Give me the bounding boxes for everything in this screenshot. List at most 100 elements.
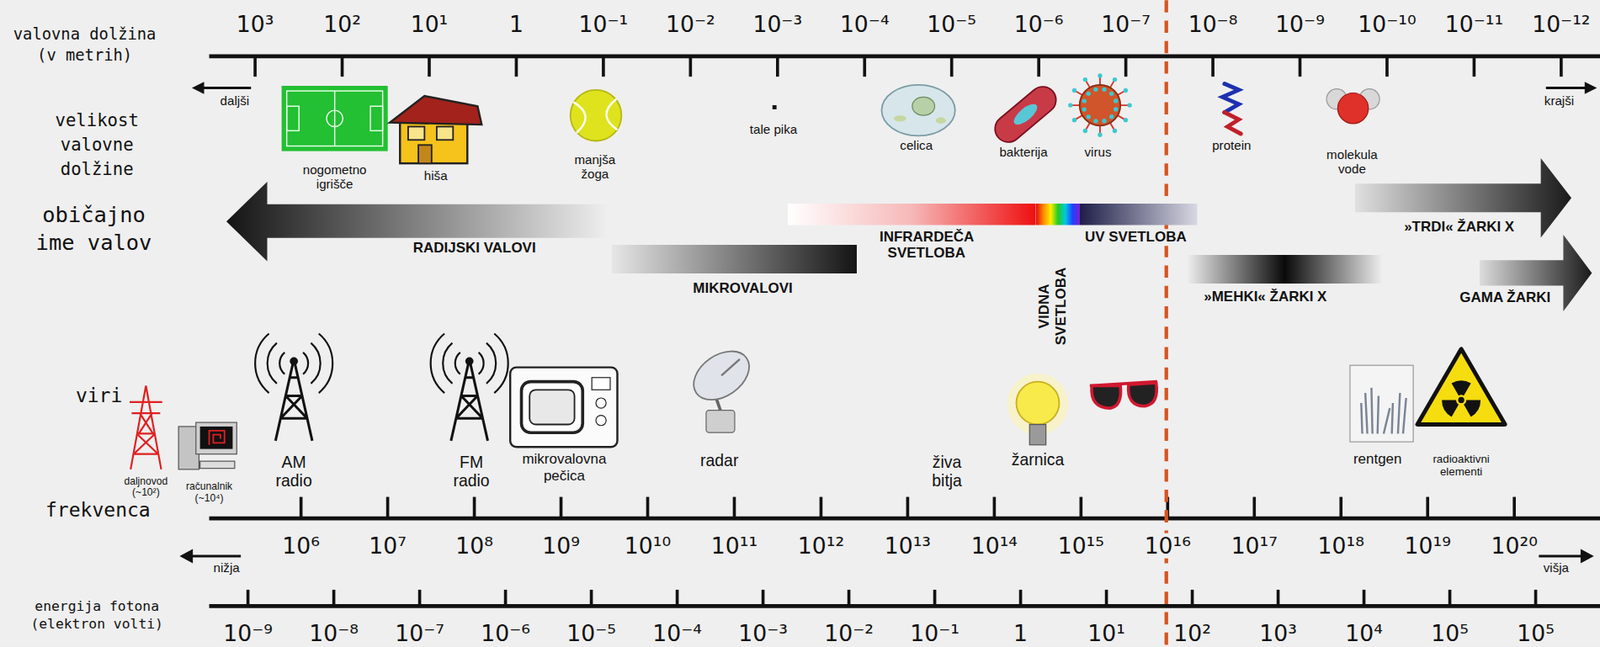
virus (1079, 85, 1121, 126)
wave-band: MIKROVALOVI (611, 244, 857, 274)
direction-arrows (1584, 81, 1598, 95)
energy-value: 10⁴ (1343, 620, 1385, 647)
virus (1072, 117, 1077, 123)
cell (893, 115, 907, 122)
house (436, 127, 453, 141)
band-fill (1355, 158, 1572, 239)
size-example: manjša žoga (574, 151, 616, 181)
radio-tower (430, 334, 445, 394)
cell (881, 85, 955, 137)
energy-value: 10⁵ (1429, 620, 1471, 647)
axis-ticks (418, 590, 422, 606)
football-field (281, 85, 389, 152)
axis-ticks (1036, 56, 1041, 77)
radio-tower (289, 357, 298, 367)
virus (1123, 88, 1128, 93)
axis-ticks (504, 590, 508, 606)
band-fill (1186, 255, 1383, 284)
wave-band: »MEHKI« ŽARKI X (1186, 255, 1383, 284)
band-fill (787, 203, 1037, 225)
axis-title: valovna dolžina (v metrih) (8, 24, 161, 66)
wavelength-value: 10² (321, 11, 363, 38)
virus (1113, 106, 1118, 112)
energy-value: 10⁻⁶ (478, 620, 532, 647)
axis-ticks (590, 590, 594, 606)
power-line-tower (129, 385, 163, 469)
virus (1086, 91, 1091, 96)
source-label: računalnik (~10⁴) (186, 481, 233, 505)
axis-ticks (332, 590, 336, 606)
axis-ticks (847, 590, 851, 606)
frequency-value: 10²⁰ (1489, 532, 1540, 559)
axis-ticks (386, 497, 390, 519)
axis-ticks (819, 497, 824, 519)
frequency-value: 10¹² (796, 532, 846, 559)
virus (1083, 77, 1088, 82)
direction-arrows (191, 554, 241, 558)
radio-tower (318, 334, 333, 394)
tennis-ball (570, 90, 622, 142)
virus (1093, 118, 1098, 123)
direction-arrows (191, 81, 205, 95)
radar (684, 341, 758, 410)
source-label: živa bitja (931, 452, 963, 491)
virus (1126, 102, 1132, 107)
band-shape (1036, 203, 1080, 225)
radar (721, 359, 740, 376)
virus (1072, 88, 1077, 93)
band-name: »TRDI« ŽARKI X (1402, 219, 1516, 237)
wavelength-value: 1 (507, 11, 526, 38)
source-label: AM radio (276, 452, 313, 491)
axis-ticks (1425, 497, 1430, 519)
axis-ticks (473, 497, 477, 519)
axis-ticks (1019, 590, 1023, 606)
light-bulb (1029, 425, 1046, 446)
axis-ticks (646, 497, 650, 519)
sunglasses (1091, 385, 1122, 409)
axis-ticks (675, 590, 680, 606)
radio-tower (478, 352, 484, 375)
axis-ticks (993, 497, 997, 519)
microwave-oven (529, 389, 575, 425)
cell (881, 85, 955, 137)
power-line-tower (129, 385, 163, 469)
computer (200, 426, 234, 450)
virus (1113, 98, 1118, 103)
band-name: »MEHKI« ŽARKI X (1201, 288, 1329, 306)
computer (196, 422, 237, 455)
microwave-oven (510, 367, 617, 448)
energy-value: 10⁻⁴ (650, 620, 704, 647)
direction-arrows (1536, 554, 1583, 558)
band-name: GAMA ŽARKI (1457, 289, 1553, 307)
light-bulb (1016, 382, 1060, 426)
energy-value: 1 (1011, 620, 1030, 647)
direction-label: višja (1543, 561, 1569, 576)
wavelength-value: 10⁻⁶ (1012, 11, 1066, 38)
radar (684, 341, 758, 434)
frequency-value: 10¹⁶ (1142, 532, 1193, 559)
microwave-oven (521, 382, 584, 434)
axis-title: viri (75, 384, 123, 407)
axis-ticks (906, 497, 910, 519)
x-ray-image (1350, 365, 1414, 442)
virus (1101, 118, 1106, 123)
axis-ticks (950, 56, 954, 77)
radiation-symbol (1441, 399, 1459, 417)
water-molecule (1337, 93, 1368, 124)
source-label: FM radio (453, 452, 490, 491)
virus (1097, 132, 1102, 138)
wavelength-value: 10⁻⁷ (1099, 11, 1153, 38)
wavelength-value: 10⁻⁵ (924, 11, 979, 38)
radio-tower (486, 343, 496, 384)
energy-value: 10⁻⁹ (221, 620, 275, 647)
frequency-value: 10¹⁷ (1229, 532, 1280, 559)
axis-ticks (1362, 590, 1367, 606)
football-field (334, 90, 335, 146)
radiation-symbol (1417, 349, 1505, 426)
axis-ticks (299, 497, 303, 519)
axis-lines (209, 56, 1600, 606)
size-example: molekula vode (1326, 146, 1378, 176)
size-example: hiša (424, 168, 448, 183)
virus (1068, 102, 1073, 107)
radio-tower (267, 343, 277, 384)
